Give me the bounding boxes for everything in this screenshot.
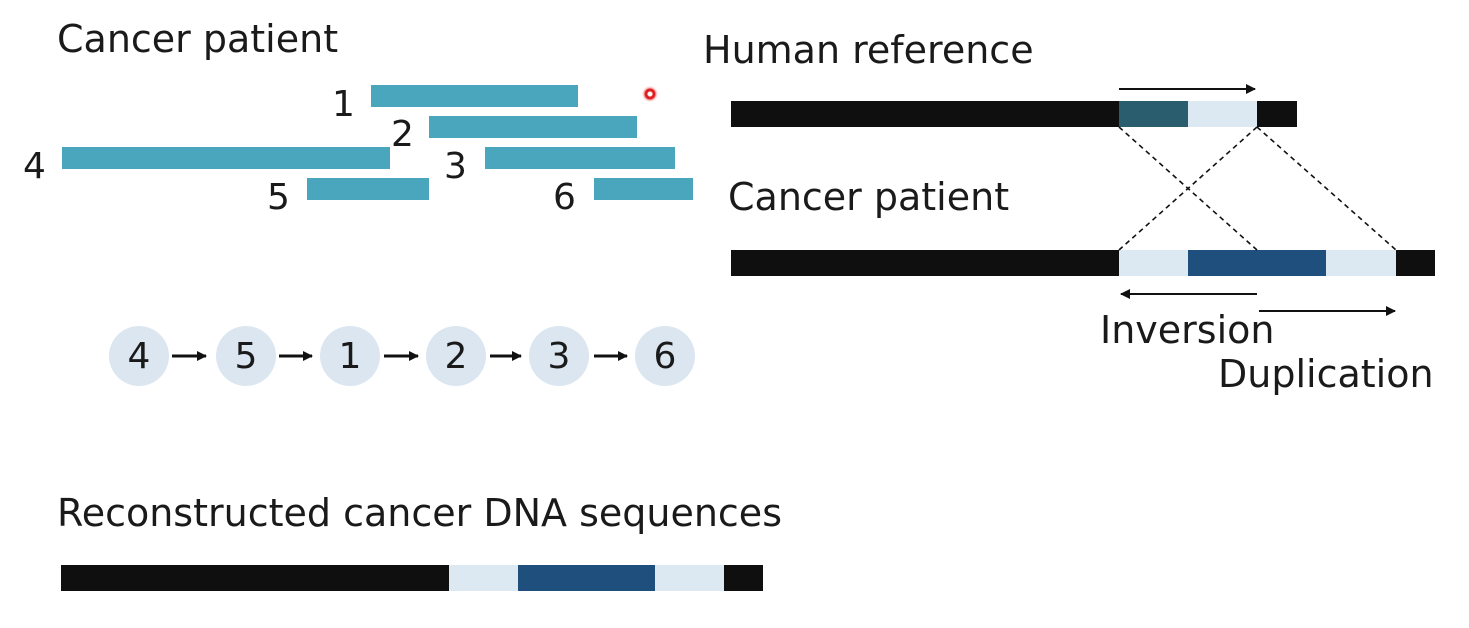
read-2-bar xyxy=(429,116,637,138)
inversion-label: Inversion xyxy=(1100,308,1275,352)
patient-flank-left xyxy=(731,250,1119,276)
mapping-line-2 xyxy=(1118,126,1258,251)
patient-segment-b-copy-1 xyxy=(1119,250,1188,276)
patient-flank-right xyxy=(1396,250,1435,276)
reference-flank-left xyxy=(731,101,1119,127)
read-1-label: 1 xyxy=(332,84,355,125)
reconstructed-flank-right xyxy=(724,565,763,591)
read-3-label: 3 xyxy=(444,146,467,187)
read-4-bar xyxy=(62,147,390,169)
mapping-line-3 xyxy=(1256,126,1397,251)
path-node-5-label: 3 xyxy=(547,335,571,377)
path-node-5: 3 xyxy=(529,326,589,386)
path-node-2-label: 5 xyxy=(234,335,258,377)
path-node-6-label: 6 xyxy=(653,335,677,377)
patient-inverted-segment xyxy=(1188,250,1326,276)
patient-segment-b-copy-2 xyxy=(1326,250,1396,276)
reference-flank-right xyxy=(1257,101,1297,127)
path-node-4-label: 2 xyxy=(444,335,468,377)
read-5-label: 5 xyxy=(267,177,290,218)
path-node-4: 2 xyxy=(426,326,486,386)
read-4-label: 4 xyxy=(23,146,46,187)
reconstructed-segment-light-1 xyxy=(449,565,518,591)
reads-title: Cancer patient xyxy=(57,17,339,61)
read-1-bar xyxy=(371,85,578,107)
reconstructed-segment-dark xyxy=(518,565,655,591)
read-2-label: 2 xyxy=(391,114,414,155)
read-3-bar xyxy=(485,147,675,169)
reference-segment-a xyxy=(1119,101,1188,127)
pointer-indicator xyxy=(642,86,658,102)
read-5-bar xyxy=(307,178,429,200)
reference-segment-b xyxy=(1188,101,1257,127)
path-node-1: 4 xyxy=(109,326,169,386)
duplication-label: Duplication xyxy=(1218,352,1434,396)
path-node-3: 1 xyxy=(320,326,380,386)
reconstructed-flank-left xyxy=(61,565,449,591)
path-node-3-label: 1 xyxy=(338,335,362,377)
reference-title: Human reference xyxy=(703,28,1034,72)
path-node-2: 5 xyxy=(216,326,276,386)
read-6-label: 6 xyxy=(553,177,576,218)
path-node-1-label: 4 xyxy=(127,335,151,377)
read-6-bar xyxy=(594,178,693,200)
reconstructed-segment-light-2 xyxy=(655,565,724,591)
reconstructed-title: Reconstructed cancer DNA sequences xyxy=(57,491,782,535)
path-node-6: 6 xyxy=(635,326,695,386)
patient-title: Cancer patient xyxy=(728,175,1010,219)
